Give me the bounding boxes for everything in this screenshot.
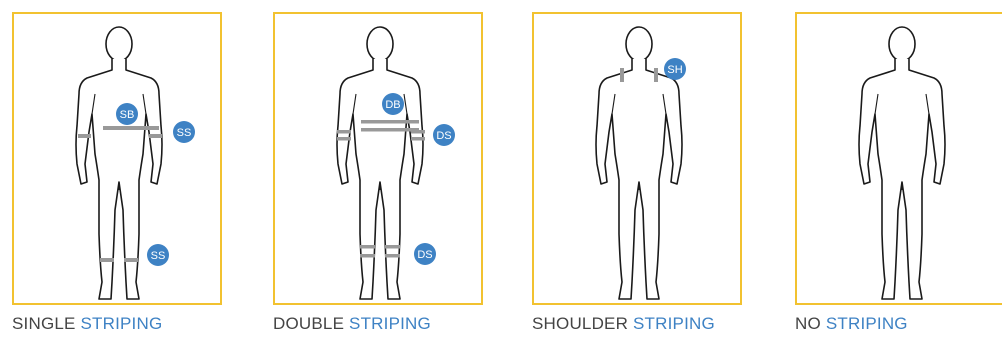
- caption-main: NO: [795, 314, 821, 333]
- arm-stripe-right-2: [411, 137, 425, 141]
- single-striping-figure: SB SS SS: [14, 14, 224, 307]
- caption-main: SHOULDER: [532, 314, 628, 333]
- arm-stripe-left: [78, 134, 91, 138]
- arm-stripe-right-1: [411, 130, 425, 134]
- badge-ds-arm-label: DS: [436, 130, 451, 142]
- caption-no-striping: NO STRIPING: [795, 314, 908, 334]
- shoulder-stripe-right: [654, 68, 658, 82]
- leg-stripe-right: [124, 258, 138, 262]
- no-striping-figure: [797, 14, 1002, 307]
- figure-frame: DB DS DS: [273, 12, 483, 305]
- arm-stripe-left-2: [337, 137, 351, 141]
- leg-stripe-left-2: [360, 254, 375, 258]
- badge-ss-leg-label: SS: [151, 250, 166, 262]
- body-stripe-1: [361, 120, 419, 124]
- leg-stripe-left-1: [360, 245, 375, 249]
- badge-ds-leg-label: DS: [417, 249, 432, 261]
- caption-accent: STRIPING: [81, 314, 163, 333]
- caption-accent: STRIPING: [633, 314, 715, 333]
- caption-double-striping: DOUBLE STRIPING: [273, 314, 431, 334]
- badge-sh-label: SH: [667, 64, 682, 76]
- double-striping-figure: DB DS DS: [275, 14, 485, 307]
- body-stripe-2: [361, 128, 419, 132]
- figure-frame: SB SS SS: [12, 12, 222, 305]
- caption-main: SINGLE: [12, 314, 76, 333]
- caption-accent: STRIPING: [349, 314, 431, 333]
- arm-stripe-left-1: [337, 130, 351, 134]
- caption-single-striping: SINGLE STRIPING: [12, 314, 162, 334]
- caption-accent: STRIPING: [826, 314, 908, 333]
- caption-shoulder-striping: SHOULDER STRIPING: [532, 314, 715, 334]
- arm-stripe-right: [149, 134, 162, 138]
- figure-frame: SH: [532, 12, 742, 305]
- shoulder-stripe-left: [620, 68, 624, 82]
- figure-frame: [795, 12, 1002, 305]
- leg-stripe-right-2: [385, 254, 400, 258]
- leg-stripe-right-1: [385, 245, 400, 249]
- leg-stripe-left: [100, 258, 114, 262]
- badge-db-label: DB: [385, 99, 400, 111]
- body-stripe: [103, 126, 159, 130]
- badge-ss-arm-label: SS: [177, 127, 192, 139]
- badge-sb-label: SB: [120, 109, 135, 121]
- caption-main: DOUBLE: [273, 314, 344, 333]
- shoulder-striping-figure: SH: [534, 14, 744, 307]
